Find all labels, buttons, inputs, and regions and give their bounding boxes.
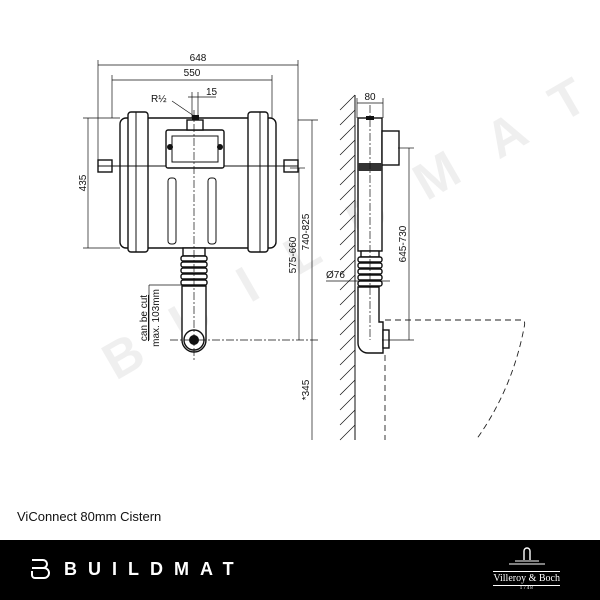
dim-thread: R½: [151, 94, 167, 105]
side-outlet: [382, 329, 390, 349]
inlet: [186, 119, 204, 131]
dim-550: 550: [184, 68, 201, 79]
cut-note-line2: max. 103mm: [151, 289, 162, 347]
dim-740-825: 740-825: [301, 213, 312, 250]
villeroy-boch-emblem-icon: [508, 547, 545, 565]
footer-bar: BUILDMAT Villeroy & Boch 1748: [0, 540, 600, 600]
technical-drawing: BUILDMAT 648 550: [78, 47, 600, 441]
dim-648: 648: [190, 53, 207, 64]
dim-345: *345: [301, 379, 312, 400]
villeroy-boch-logo: Villeroy & Boch 1748: [493, 546, 560, 591]
toilet-pan-outline: [385, 319, 526, 441]
wall-hatch: [339, 94, 356, 441]
side-bend: [357, 286, 384, 354]
side-actuator-box: [381, 130, 400, 166]
product-caption: ViConnect 80mm Cistern: [17, 509, 162, 524]
dim-645-730: 645-730: [398, 225, 409, 262]
front-view: 648 550 R½ 15 435 575-660 740-825 *345 c…: [78, 53, 318, 440]
buildmat-logo-icon: [31, 559, 50, 579]
buildmat-logo: BUILDMAT: [30, 558, 245, 580]
villeroy-boch-wordmark: Villeroy & Boch: [493, 571, 560, 586]
villeroy-boch-year: 1748: [519, 586, 534, 591]
side-view: 80 645-730 Ø76: [326, 92, 526, 441]
left-rail: [127, 111, 149, 253]
cut-note-line1: can be cut: [139, 295, 150, 341]
dim-80: 80: [364, 92, 376, 103]
right-rail: [247, 111, 269, 253]
dim-15: 15: [206, 87, 218, 98]
buildmat-wordmark: BUILDMAT: [64, 558, 245, 579]
dim-575-660: 575-660: [288, 236, 299, 273]
dim-435: 435: [78, 174, 89, 191]
dim-diameter: Ø76: [326, 270, 345, 281]
